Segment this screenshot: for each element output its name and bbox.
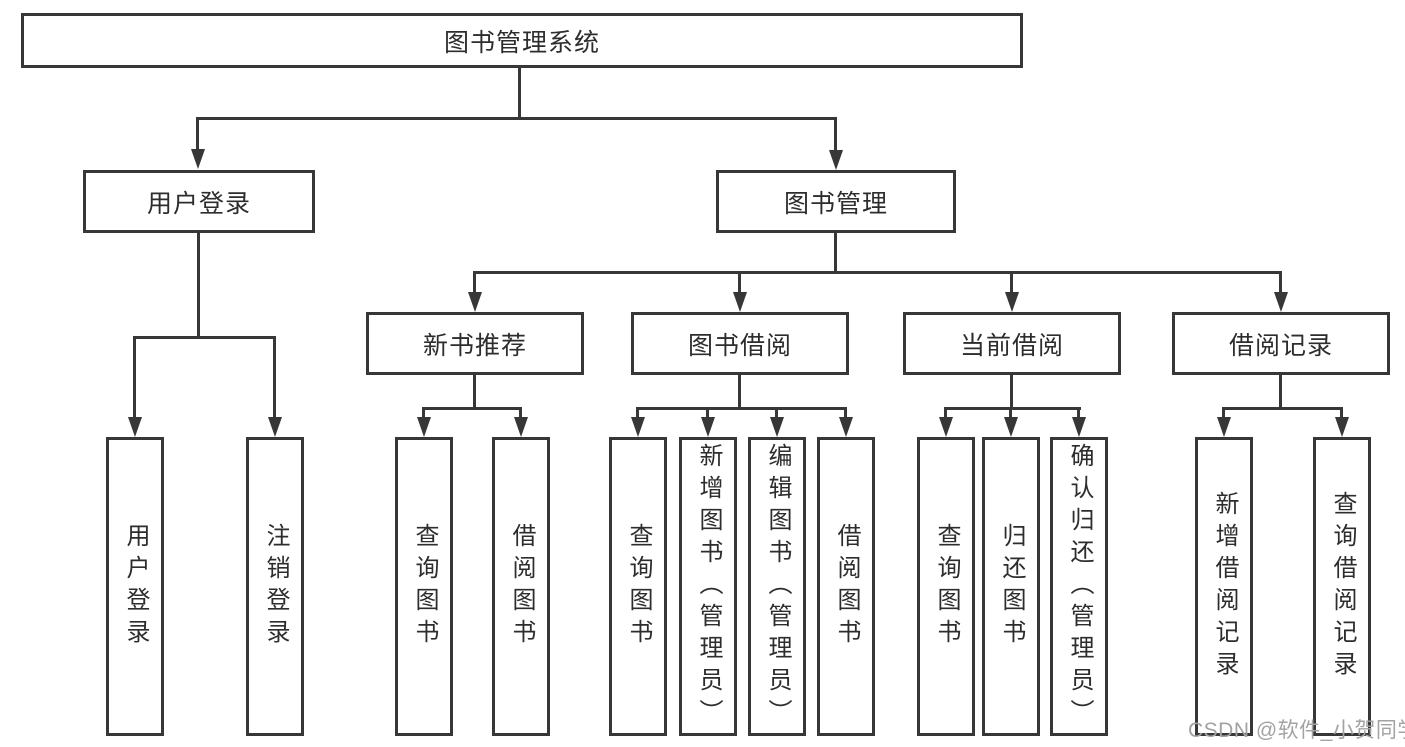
connector-line (133, 336, 136, 419)
arrowhead-down-icon (839, 417, 853, 437)
node-library-management-system: 图书管理系统 (21, 13, 1023, 68)
leaf-newbooks-query-books: 查询图书 (395, 437, 453, 736)
connector-line (636, 407, 639, 420)
node-label: 借阅图书 (508, 522, 535, 651)
connector-line (1009, 407, 1012, 420)
connector-line (196, 117, 837, 120)
node-label: 借阅记录 (1228, 331, 1333, 360)
leaf-newbooks-borrow-books: 借阅图书 (492, 437, 550, 736)
node-label: 图书借阅 (687, 331, 792, 360)
node-book-management: 图书管理 (716, 170, 956, 233)
connector-line (473, 271, 1282, 274)
node-label: 查询图书 (411, 522, 438, 651)
node-current-borrowing: 当前借阅 (903, 312, 1121, 375)
leaf-logout: 注销登录 (246, 437, 304, 736)
node-user-login: 用户登录 (83, 170, 315, 233)
connector-line (197, 233, 200, 336)
leaf-records-add-record: 新增借阅记录 (1195, 437, 1253, 736)
leaf-borrow-query-books: 查询图书 (609, 437, 667, 736)
connector-line (518, 68, 521, 117)
node-label: 新增图书（管理员） (695, 442, 722, 731)
node-borrowing-records: 借阅记录 (1172, 312, 1390, 375)
node-label: 查询图书 (625, 522, 652, 651)
connector-line (473, 375, 476, 408)
connector-line (636, 407, 847, 410)
connector-line (738, 271, 741, 295)
arrowhead-down-icon (829, 150, 843, 170)
node-label: 图书管理 (783, 189, 888, 218)
connector-line (519, 407, 522, 420)
node-label: 用户登录 (146, 189, 251, 218)
leaf-borrow-edit-books-admin: 编辑图书（管理员） (748, 437, 806, 736)
node-label: 归还图书 (998, 522, 1025, 651)
arrowhead-down-icon (191, 149, 205, 169)
connector-line (1010, 271, 1013, 295)
connector-line (944, 407, 947, 420)
node-label: 用户登录 (122, 522, 149, 651)
node-label: 新书推荐 (422, 331, 527, 360)
csdn-watermark: CSDN @软件_小贺同学 (1188, 719, 1405, 742)
connector-line (196, 117, 199, 152)
connector-line (1222, 407, 1343, 410)
arrowhead-down-icon (1005, 292, 1019, 312)
node-new-book-recommend: 新书推荐 (366, 312, 584, 375)
connector-line (1077, 407, 1080, 420)
connector-line (944, 407, 1081, 410)
arrowhead-down-icon (1335, 417, 1349, 437)
node-book-borrowing: 图书借阅 (631, 312, 849, 375)
leaf-records-query-record: 查询借阅记录 (1313, 437, 1371, 736)
arrowhead-down-icon (1217, 417, 1231, 437)
node-label: 图书管理系统 (443, 28, 600, 57)
connector-line (1010, 375, 1013, 408)
arrowhead-down-icon (514, 417, 528, 437)
connector-line (1279, 375, 1282, 408)
node-label: 当前借阅 (959, 331, 1064, 360)
arrowhead-down-icon (1274, 292, 1288, 312)
arrowhead-down-icon (939, 417, 953, 437)
node-label: 借阅图书 (833, 522, 860, 651)
leaf-current-return-books: 归还图书 (982, 437, 1040, 736)
leaf-borrow-borrow-books: 借阅图书 (817, 437, 875, 736)
node-label: 注销登录 (262, 522, 289, 651)
leaf-current-query-books: 查询图书 (917, 437, 975, 736)
arrowhead-down-icon (1004, 417, 1018, 437)
arrowhead-down-icon (701, 417, 715, 437)
arrowhead-down-icon (128, 417, 142, 437)
connector-line (422, 407, 425, 420)
connector-line (738, 375, 741, 408)
connector-line (1222, 407, 1225, 420)
connector-line (1340, 407, 1343, 420)
node-label: 查询借阅记录 (1329, 490, 1356, 683)
arrowhead-down-icon (1072, 417, 1086, 437)
connector-line (844, 407, 847, 420)
node-label: 确认归还（管理员） (1066, 442, 1093, 731)
connector-line (133, 336, 276, 339)
arrowhead-down-icon (417, 417, 431, 437)
connector-line (273, 336, 276, 419)
connector-line (422, 407, 522, 410)
node-label: 新增借阅记录 (1211, 490, 1238, 683)
arrowhead-down-icon (733, 292, 747, 312)
connector-line (834, 117, 837, 152)
connector-line (775, 407, 778, 420)
leaf-user-login-action: 用户登录 (106, 437, 164, 736)
arrowhead-down-icon (770, 417, 784, 437)
leaf-borrow-add-books-admin: 新增图书（管理员） (679, 437, 737, 736)
leaf-current-confirm-return-admin: 确认归还（管理员） (1050, 437, 1108, 736)
node-label: 编辑图书（管理员） (764, 442, 791, 731)
connector-line (1279, 271, 1282, 295)
arrowhead-down-icon (468, 292, 482, 312)
connector-line (473, 271, 476, 295)
node-label: 查询图书 (933, 522, 960, 651)
arrowhead-down-icon (268, 417, 282, 437)
arrowhead-down-icon (631, 417, 645, 437)
connector-line (834, 233, 837, 274)
connector-line (706, 407, 709, 420)
